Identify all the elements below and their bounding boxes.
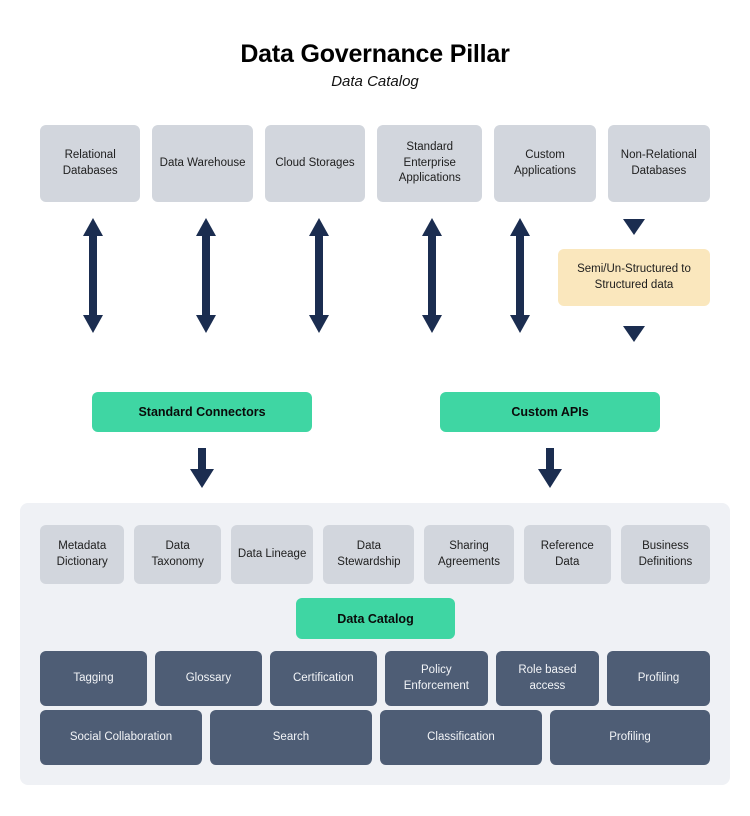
connector-to-catalog-arrow-right-icon bbox=[536, 448, 564, 488]
feature-box-profiling-secondary[interactable]: Profiling bbox=[549, 710, 711, 765]
source-box-non-relational-databases[interactable]: Non-Relational Databases bbox=[607, 125, 710, 202]
transform-label: Semi/Un-Structured to Structured data bbox=[577, 262, 691, 291]
capability-label: Data Stewardship bbox=[337, 539, 401, 568]
capability-label: Sharing Agreements bbox=[438, 539, 501, 568]
bidirectional-arrow-4-icon bbox=[419, 218, 445, 333]
connector-box-standard-connectors[interactable]: Standard Connectors bbox=[92, 392, 312, 432]
feature-label: Glossary bbox=[185, 671, 232, 684]
feature-box-role-based-access[interactable]: Role based access bbox=[495, 651, 599, 706]
capability-label: Reference Data bbox=[540, 539, 594, 568]
source-box-standard-enterprise-applications[interactable]: Standard Enterprise Applications bbox=[377, 125, 483, 202]
capability-label: Metadata Dictionary bbox=[56, 539, 108, 568]
source-box-custom-applications[interactable]: Custom Applications bbox=[494, 125, 596, 202]
feature-label: Tagging bbox=[73, 671, 114, 684]
capability-box-reference-data[interactable]: Reference Data bbox=[523, 525, 611, 584]
connector-to-catalog-arrow-left-icon bbox=[188, 448, 216, 488]
feature-label: Classification bbox=[427, 730, 495, 743]
feature-label: Policy Enforcement bbox=[403, 663, 469, 692]
data-sources-row: Relational Databases Data Warehouse Clou… bbox=[40, 125, 710, 202]
feature-box-policy-enforcement[interactable]: Policy Enforcement bbox=[384, 651, 488, 706]
feature-label: Profiling bbox=[637, 671, 680, 684]
feature-box-certification[interactable]: Certification bbox=[269, 651, 377, 706]
catalog-features-row-2: Social Collaboration Search Classificati… bbox=[40, 710, 711, 765]
feature-label: Certification bbox=[292, 671, 354, 684]
capability-box-business-definitions[interactable]: Business Definitions bbox=[620, 525, 710, 584]
feature-box-search[interactable]: Search bbox=[209, 710, 372, 765]
catalog-capabilities-row: Metadata Dictionary Data Taxonomy Data L… bbox=[40, 525, 710, 584]
feature-box-tagging[interactable]: Tagging bbox=[40, 651, 147, 706]
capability-box-metadata-dictionary[interactable]: Metadata Dictionary bbox=[40, 525, 125, 584]
connector-label: Custom APIs bbox=[511, 405, 589, 419]
feature-label: Social Collaboration bbox=[69, 730, 173, 743]
feature-label: Role based access bbox=[518, 663, 577, 692]
source-box-cloud-storages[interactable]: Cloud Storages bbox=[264, 125, 366, 202]
feature-label: Profiling bbox=[609, 730, 651, 743]
bidirectional-arrow-3-icon bbox=[306, 218, 332, 333]
feature-box-glossary[interactable]: Glossary bbox=[154, 651, 262, 706]
feature-box-profiling[interactable]: Profiling bbox=[606, 651, 710, 706]
capability-box-sharing-agreements[interactable]: Sharing Agreements bbox=[424, 525, 514, 584]
source-label: Cloud Storages bbox=[275, 156, 355, 169]
transform-box-semi-unstructured[interactable]: Semi/Un-Structured to Structured data bbox=[558, 249, 710, 306]
transform-inlet-arrow-icon bbox=[621, 215, 647, 235]
source-label: Standard Enterprise Applications bbox=[398, 141, 461, 185]
page-title: Data Governance Pillar bbox=[240, 40, 510, 68]
capability-label: Data Lineage bbox=[237, 547, 307, 560]
capability-label: Data Taxonomy bbox=[151, 539, 204, 568]
core-label: Data Catalog bbox=[337, 611, 414, 626]
capability-label: Business Definitions bbox=[638, 539, 693, 568]
core-box-data-catalog[interactable]: Data Catalog bbox=[296, 598, 455, 639]
source-label: Non-Relational Databases bbox=[620, 148, 697, 177]
catalog-features-row-1: Tagging Glossary Certification Policy En… bbox=[40, 651, 710, 706]
connector-box-custom-apis[interactable]: Custom APIs bbox=[440, 392, 660, 432]
bidirectional-arrow-2-icon bbox=[193, 218, 219, 333]
source-label: Relational Databases bbox=[62, 148, 118, 177]
feature-box-classification[interactable]: Classification bbox=[379, 710, 542, 765]
feature-label: Search bbox=[272, 730, 310, 743]
source-label: Custom Applications bbox=[513, 148, 576, 177]
source-label: Data Warehouse bbox=[159, 156, 246, 169]
capability-box-data-stewardship[interactable]: Data Stewardship bbox=[323, 525, 415, 584]
source-box-relational-databases[interactable]: Relational Databases bbox=[40, 125, 141, 202]
connector-label: Standard Connectors bbox=[138, 405, 266, 419]
capability-box-data-lineage[interactable]: Data Lineage bbox=[230, 525, 314, 584]
source-box-data-warehouse[interactable]: Data Warehouse bbox=[152, 125, 253, 202]
page-subtitle: Data Catalog bbox=[331, 73, 419, 90]
bidirectional-arrow-5-icon bbox=[507, 218, 533, 333]
data-catalog-panel: Metadata Dictionary Data Taxonomy Data L… bbox=[20, 503, 730, 785]
transform-outlet-arrow-icon bbox=[621, 322, 647, 342]
bidirectional-arrow-1-icon bbox=[80, 218, 106, 333]
capability-box-data-taxonomy[interactable]: Data Taxonomy bbox=[134, 525, 221, 584]
feature-box-social-collaboration[interactable]: Social Collaboration bbox=[40, 710, 202, 765]
